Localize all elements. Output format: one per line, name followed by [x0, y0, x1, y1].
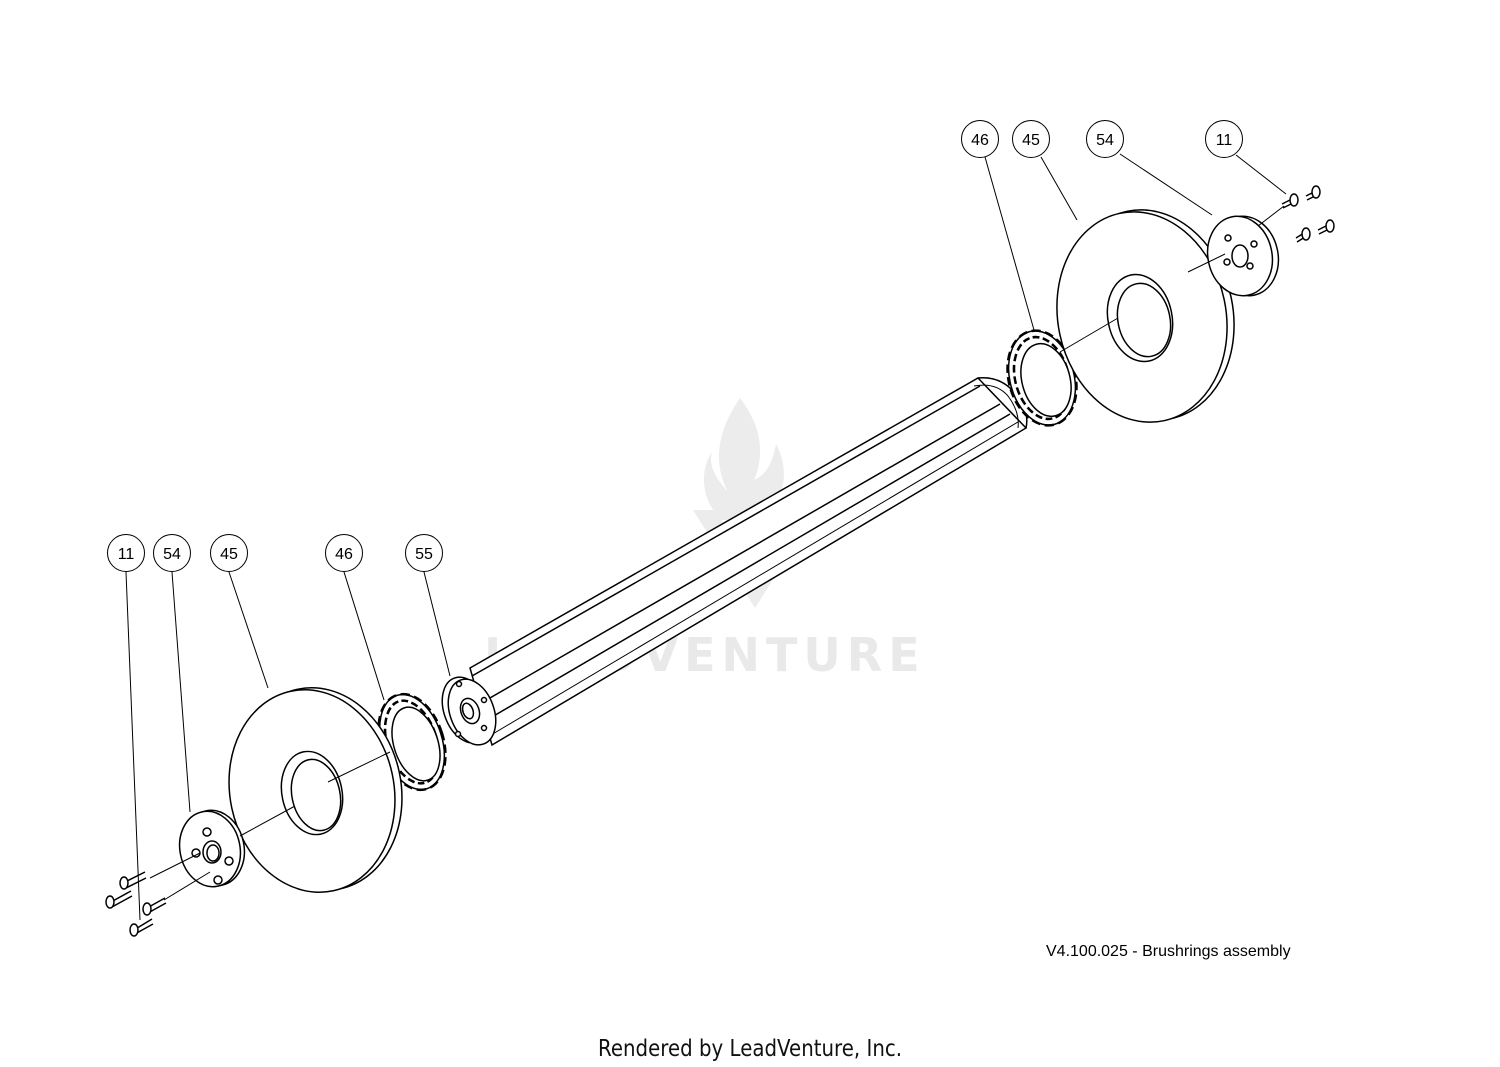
callout-54-right: 54: [1086, 120, 1124, 158]
callout-45-right: 45: [1012, 120, 1050, 158]
callout-55: 55: [405, 534, 443, 572]
callout-label: 54: [163, 546, 181, 563]
callouts-left: 11 54 45 46 55: [107, 534, 443, 572]
callout-label: 54: [1096, 132, 1114, 149]
diagram-caption: V4.100.025 - Brushrings assembly: [1046, 943, 1291, 960]
right-axis-line: [1059, 205, 1285, 353]
leader-lines: [125, 153, 1287, 921]
callout-label: 45: [1022, 132, 1040, 149]
part-45-disc-right: [1056, 209, 1235, 423]
part-54-hub-plate-left: [178, 809, 246, 888]
part-11-screws-right: [1281, 185, 1335, 243]
callouts-right: 46 45 54 11: [961, 120, 1243, 158]
callout-label: 46: [971, 132, 989, 149]
callout-label: 45: [220, 546, 238, 563]
callout-11-right: 11: [1205, 120, 1243, 158]
callout-11-left: 11: [107, 534, 145, 572]
callout-46-right: 46: [961, 120, 999, 158]
callout-label: 11: [118, 546, 135, 563]
callout-45-left: 45: [210, 534, 248, 572]
part-11-screws-left: [105, 871, 167, 937]
callout-54-left: 54: [153, 534, 191, 572]
left-axis-line: [149, 751, 391, 901]
callout-label: 55: [415, 546, 433, 563]
footer-credit: Rendered by LeadVenture, Inc.: [597, 1036, 903, 1062]
part-45-disc-left: [228, 687, 403, 893]
callout-label: 11: [1216, 132, 1233, 149]
callout-label: 46: [335, 546, 353, 563]
callout-46-left: 46: [325, 534, 363, 572]
part-55-end-flange: [441, 676, 497, 746]
part-46-brush-ring-right: [1006, 329, 1078, 427]
part-54-hub-plate-right: [1206, 215, 1280, 297]
